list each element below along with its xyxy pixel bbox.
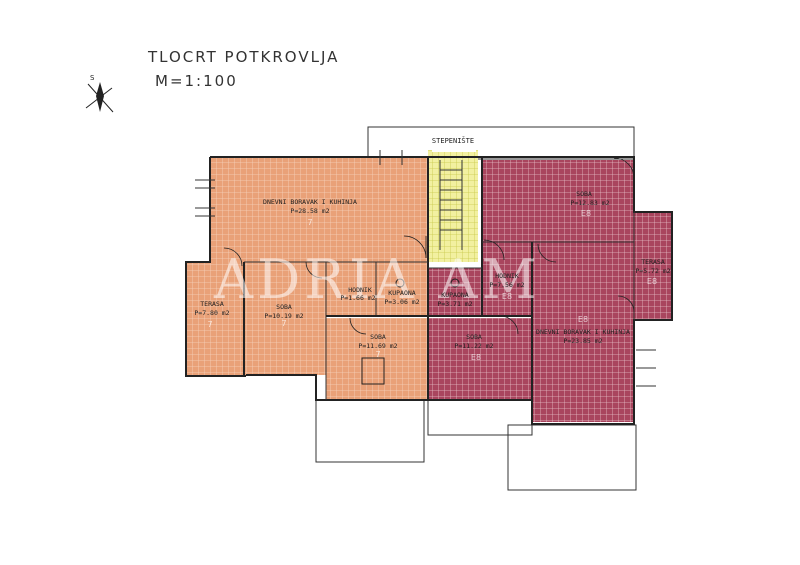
area-hodnik-left: P=1.66 m2 (340, 294, 375, 302)
window-marks (195, 150, 656, 387)
num-soba-right-bottom: E8 (471, 353, 481, 362)
north-arrow-icon: S (85, 74, 114, 113)
stair-steps (439, 160, 463, 250)
upper-wall-block (367, 126, 635, 160)
room-kupaona-right (428, 268, 482, 316)
area-dnevni-left: P=28.58 m2 (290, 207, 329, 215)
label-terasa-right: TERASA (641, 258, 665, 266)
watermark: ADRIA AM (213, 248, 541, 311)
num-soba-left: 7 (281, 319, 286, 328)
room-soba-right-bottom (428, 318, 532, 400)
num-hodnik-right: E8 (502, 292, 512, 301)
num-dnevni-left: 7 (307, 218, 312, 227)
label-soba-left: SOBA (276, 303, 292, 311)
room-kupaona-left (376, 262, 428, 316)
area-hodnik-right: P=7.56 m2 (489, 281, 524, 289)
plan-title: TLOCRT POTKROVLJA (148, 48, 340, 66)
label-stepeniste: STEPENIŠTE (432, 136, 474, 145)
area-terasa-left: P=7.80 m2 (194, 309, 229, 317)
label-soba-right-top: SOBA (576, 190, 592, 198)
room-dnevni-right (532, 242, 634, 422)
room-terasa-right (634, 212, 672, 320)
num-terasa-left: 7 (207, 320, 212, 329)
room-stepeniste (428, 150, 478, 262)
area-soba-left: P=10.19 m2 (264, 312, 303, 320)
plan-scale: M=1:100 (155, 72, 238, 90)
area-terasa-right: P=5.72 m2 (635, 267, 670, 275)
label-dnevni-right: DNEVNI BORAVAK I KUHINJA (536, 328, 630, 336)
area-kupaona-right: P=3.71 m2 (437, 300, 472, 308)
num-dnevni-right: E8 (578, 315, 588, 324)
label-soba-right-bottom: SOBA (466, 333, 482, 341)
label-kupaona-right: KUPAONA (441, 291, 468, 299)
fixture-box (361, 357, 385, 385)
label-soba-left-bottom: SOBA (370, 333, 386, 341)
label-kupaona-left: KUPAONA (388, 289, 415, 297)
room-hodnik-left (326, 262, 376, 314)
num-soba-left-bottom: 7 (375, 350, 380, 359)
door-swings (223, 157, 635, 335)
north-label: S (90, 74, 95, 82)
lower-left-balcony (315, 399, 425, 463)
toilet-icon (450, 278, 460, 288)
toilet-icon (395, 278, 405, 288)
room-hodnik-right (482, 242, 532, 316)
num-soba-right-top: E8 (581, 209, 591, 218)
label-hodnik-left: HODNIK (348, 286, 372, 294)
area-dnevni-right: P=23.85 m2 (563, 337, 602, 345)
area-soba-left-bottom: P=11.69 m2 (358, 342, 397, 350)
room-terasa-left (186, 262, 244, 376)
room-soba-left (244, 262, 326, 375)
lower-mid-wall (427, 399, 533, 436)
area-kupaona-left: P=3.06 m2 (384, 298, 419, 306)
area-soba-right-bottom: P=11.22 m2 (454, 342, 493, 350)
room-soba-right-top (482, 160, 634, 242)
label-dnevni-left: DNEVNI BORAVAK I KUHINJA (263, 198, 357, 206)
label-hodnik-right: HODNIK (495, 272, 519, 280)
room-soba-left-bottom (326, 318, 428, 400)
area-soba-right-top: P=12.83 m2 (570, 199, 609, 207)
num-terasa-right: E8 (647, 277, 657, 286)
label-terasa-left: TERASA (200, 300, 224, 308)
